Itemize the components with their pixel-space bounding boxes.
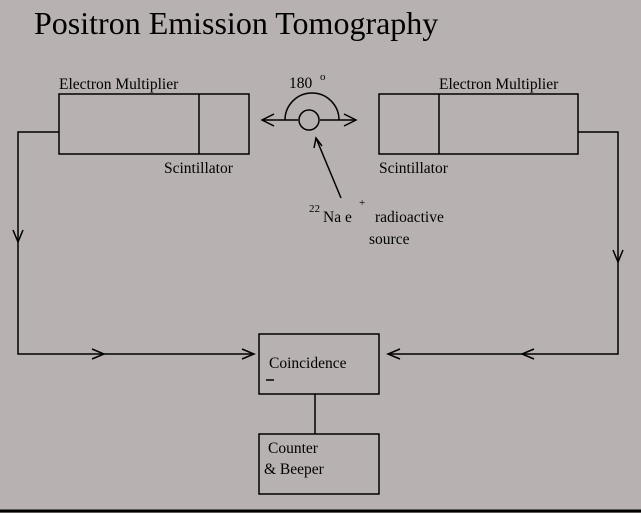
- right-detector: Electron Multiplier Scintillator: [378, 76, 579, 177]
- left-wire-down-arrowhead: [12, 229, 24, 244]
- left-emission-arrowhead: [260, 113, 275, 127]
- right-wire-mid-arrowhead: [520, 348, 535, 360]
- angle-arc: [284, 92, 340, 121]
- left-scintillator-label: Scintillator: [164, 160, 234, 177]
- left-detector: Electron Multiplier Scintillator: [58, 76, 250, 177]
- source-element: Na e: [323, 209, 352, 226]
- left-wire-mid-arrowhead: [91, 348, 106, 360]
- right-wire-down-arrowhead: [612, 249, 624, 264]
- right-emission-arrowhead: [343, 113, 358, 127]
- source-description-line-2: source: [369, 231, 410, 248]
- counter-box: [258, 433, 380, 495]
- right-detector-housing: [378, 93, 579, 155]
- counter-label-line-1: Counter: [268, 440, 319, 457]
- source-circle: [298, 109, 320, 131]
- left-detector-housing: [58, 93, 250, 155]
- source-label: 22 Na e + radioactive source: [309, 197, 444, 248]
- coincidence-label: Coincidence: [269, 355, 347, 372]
- counter-unit: Counter & Beeper: [258, 433, 380, 495]
- left-multiplier-label: Electron Multiplier: [59, 76, 179, 93]
- right-wire-end-arrowhead: [386, 348, 401, 360]
- source-pointer-line: [315, 137, 342, 199]
- left-signal-wire: [12, 131, 256, 360]
- source-mass-number: 22: [309, 203, 320, 215]
- coincidence-box: [258, 333, 380, 395]
- left-wire-end-arrowhead: [241, 348, 256, 360]
- page-title: Positron Emission Tomography: [34, 5, 438, 41]
- counter-label-line-2: & Beeper: [264, 461, 325, 478]
- right-wire-path: [388, 131, 619, 355]
- angle-unit: o: [320, 71, 326, 83]
- source-pointer-arrowhead: [313, 136, 323, 149]
- positron-source: [260, 92, 358, 199]
- right-signal-wire: [386, 131, 624, 360]
- source-charge: +: [359, 197, 365, 209]
- right-multiplier-label: Electron Multiplier: [439, 76, 559, 93]
- source-description-line-1: radioactive: [375, 209, 444, 226]
- angle-label: 180 o: [289, 71, 326, 92]
- right-scintillator-label: Scintillator: [379, 160, 449, 177]
- angle-value: 180: [289, 75, 313, 92]
- coincidence-unit: Coincidence: [258, 333, 380, 395]
